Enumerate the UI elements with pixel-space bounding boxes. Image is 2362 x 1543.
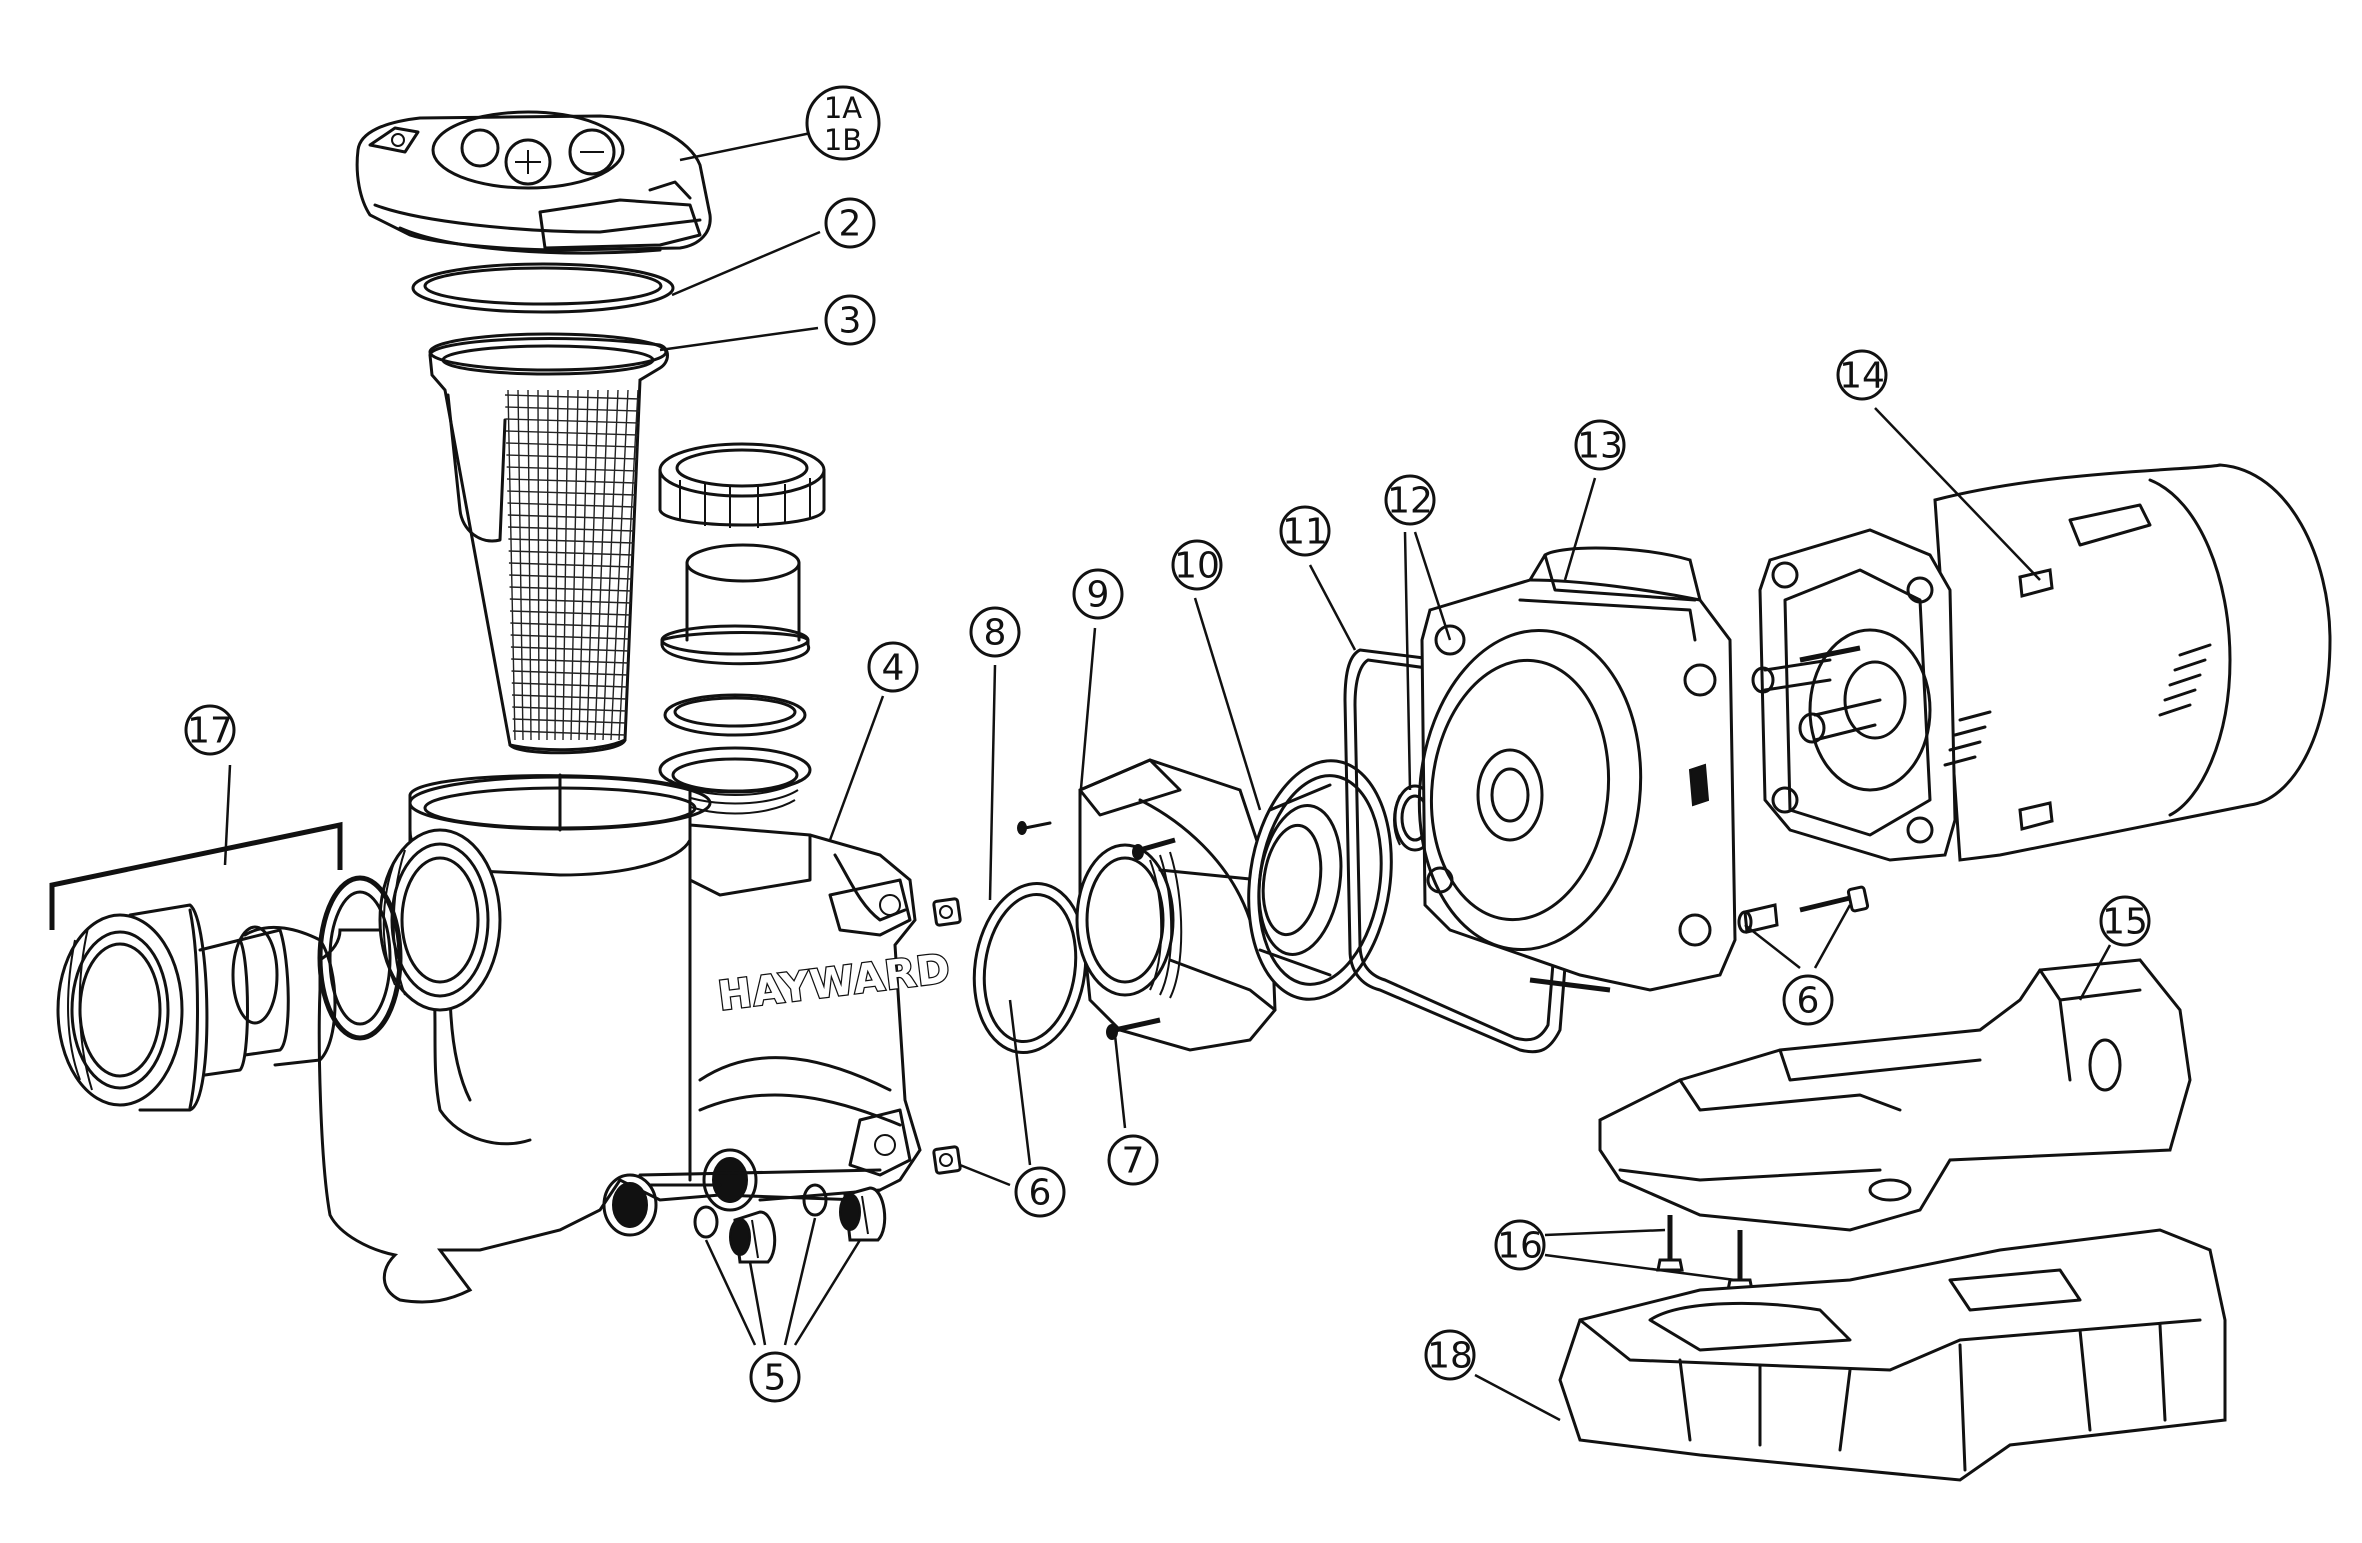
svg-text:9: 9	[1087, 575, 1110, 616]
svg-text:11: 11	[1282, 512, 1328, 553]
callout-3[interactable]: 3	[824, 294, 876, 346]
tailpiece-o-ring-top	[663, 693, 807, 737]
svg-text:10: 10	[1174, 546, 1220, 587]
square-nuts	[932, 897, 962, 1175]
callout-18[interactable]: 18	[1424, 1329, 1476, 1381]
motor-support	[1598, 958, 2192, 1232]
pump-housing: HAYWARD	[317, 773, 955, 1304]
callout-10[interactable]: 10	[1171, 539, 1223, 591]
callout-2[interactable]: 2	[824, 197, 876, 249]
tailpiece-top	[660, 543, 810, 666]
svg-text:6: 6	[1029, 1173, 1052, 1214]
svg-text:15: 15	[2102, 902, 2148, 943]
callout-7[interactable]: 7	[1107, 1134, 1159, 1186]
cover-o-ring	[411, 262, 675, 314]
callout-5[interactable]: 5	[749, 1351, 801, 1403]
union-connector-kit	[49, 821, 403, 1112]
callout-15[interactable]: 15	[2099, 895, 2151, 947]
callout-12[interactable]: 12	[1384, 474, 1436, 526]
mounting-base	[1558, 1228, 2227, 1482]
diffuser-o-ring	[972, 881, 1088, 1055]
callout-6-left[interactable]: 6	[1014, 1166, 1066, 1218]
svg-text:4: 4	[882, 648, 905, 689]
seal-plate	[1417, 546, 1737, 993]
callout-13[interactable]: 13	[1574, 419, 1626, 471]
svg-text:2: 2	[839, 204, 862, 245]
callout-11[interactable]: 11	[1279, 505, 1331, 557]
drain-plugs	[693, 1183, 887, 1264]
svg-text:16: 16	[1497, 1226, 1543, 1267]
callout-14[interactable]: 14	[1836, 349, 1888, 401]
svg-text:13: 13	[1577, 426, 1623, 467]
union-nut-top	[658, 442, 826, 528]
callout-9[interactable]: 9	[1072, 568, 1124, 620]
svg-text:1B: 1B	[824, 123, 862, 157]
svg-text:18: 18	[1427, 1336, 1473, 1377]
callout-4[interactable]: 4	[867, 641, 919, 693]
leader-lines	[223, 131, 2112, 1422]
svg-text:1A: 1A	[824, 91, 862, 125]
svg-text:5: 5	[764, 1358, 787, 1399]
callout-16[interactable]: 16	[1494, 1219, 1546, 1271]
svg-text:6: 6	[1797, 981, 1820, 1022]
callout-bubbles: 1A 1B 2 3 4 5 6 6 7	[184, 85, 2151, 1403]
callout-6-right[interactable]: 6	[1782, 974, 1834, 1026]
svg-text:8: 8	[984, 613, 1007, 654]
svg-text:3: 3	[839, 301, 862, 342]
svg-text:17: 17	[187, 711, 233, 752]
svg-text:14: 14	[1839, 356, 1885, 397]
svg-text:12: 12	[1387, 481, 1433, 522]
basket-mesh-pattern	[504, 389, 641, 741]
impeller	[1247, 759, 1393, 1001]
support-screws	[1656, 1215, 1754, 1292]
svg-text:7: 7	[1122, 1141, 1145, 1182]
callout-1[interactable]: 1A 1B	[805, 85, 881, 161]
callout-8[interactable]: 8	[969, 606, 1021, 658]
motor-mounting-bolts	[1737, 885, 1870, 934]
diffuser	[1017, 758, 1277, 1052]
callout-17[interactable]: 17	[184, 704, 236, 756]
motor	[1751, 463, 2332, 862]
strainer-cover	[355, 110, 712, 255]
strainer-basket	[428, 332, 669, 755]
